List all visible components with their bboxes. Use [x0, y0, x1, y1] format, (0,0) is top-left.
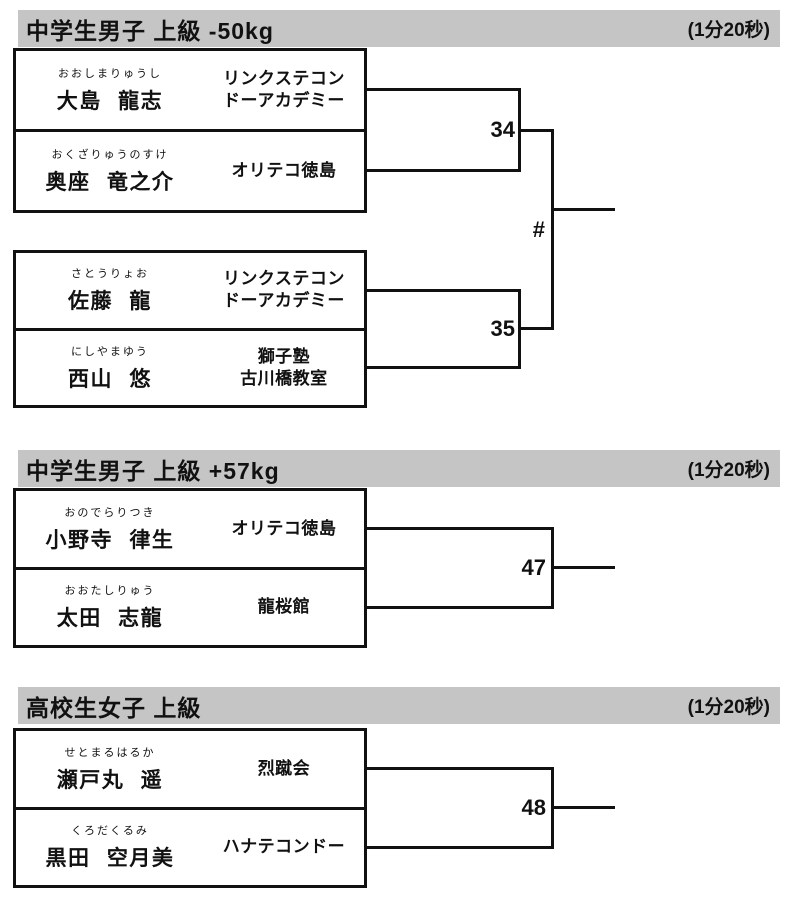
bracket-line [364, 289, 521, 292]
bracket-line [518, 129, 554, 132]
winner-line [551, 566, 615, 569]
match-number: 48 [521, 795, 546, 820]
entry-row: せとまるはるか 瀬戸丸 遥 烈蹴会 [16, 731, 364, 807]
player-name: 奥座 竜之介 [45, 171, 175, 194]
bracket-line [364, 366, 521, 369]
player-club: オリテコ徳島 [231, 518, 337, 538]
entry-row: にしやまゆう 西山 悠 獅子塾 古川橋教室 [16, 331, 364, 406]
section-title: 中学生男子 上級 +57kg [26, 457, 280, 484]
row-divider [16, 806, 364, 810]
section-header: 中学生男子 上級 -50kg (1分20秒) [18, 10, 780, 47]
player-cell: おくざりゅうのすけ 奥座 竜之介 [16, 132, 204, 210]
match-time-label: (1分20秒) [687, 460, 770, 481]
winner-line [551, 806, 615, 809]
match-number: 35 [490, 316, 515, 341]
entry-pair-box: せとまるはるか 瀬戸丸 遥 烈蹴会 くろだくるみ 黒田 空月美 ハナテコンドー [13, 728, 367, 888]
bracket-line [364, 767, 554, 770]
bracket-line [364, 527, 554, 530]
player-club: リンクステコン ドーアカデミー [222, 68, 345, 110]
player-furigana: せとまるはるか [64, 746, 156, 759]
player-name: 小野寺 律生 [45, 528, 175, 552]
entry-row: くろだくるみ 黒田 空月美 ハナテコンドー [16, 810, 364, 886]
entry-pair-box: おおしまりゅうし 大島 龍志 リンクステコン ドーアカデミー おくざりゅうのすけ… [13, 48, 367, 213]
player-name: 西山 悠 [68, 367, 152, 391]
player-cell: おおたしりゅう 太田 志龍 [16, 570, 204, 646]
entry-row: おくざりゅうのすけ 奥座 竜之介 オリテコ徳島 [16, 132, 364, 210]
player-cell: おのでらりつき 小野寺 律生 [16, 491, 204, 567]
player-club: オリテコ徳島 [231, 160, 337, 180]
player-club: 烈蹴会 [257, 758, 311, 778]
final-match-number: # [532, 217, 545, 242]
player-club: 龍桜館 [257, 597, 311, 617]
player-club: リンクステコン ドーアカデミー [222, 269, 345, 311]
player-name: 太田 志龍 [56, 607, 164, 631]
match-time-label: (1分20秒) [687, 697, 770, 718]
section-header: 高校生女子 上級 (1分20秒) [18, 687, 780, 724]
row-divider [16, 327, 364, 331]
player-furigana: おのでらりつき [64, 506, 156, 519]
entry-pair-box: さとうりょお 佐藤 龍 リンクステコン ドーアカデミー にしやまゆう 西山 悠 … [13, 250, 367, 408]
player-name: 大島 龍志 [56, 90, 164, 113]
player-furigana: おおしまりゅうし [57, 68, 162, 80]
bracket-line [364, 88, 521, 91]
player-furigana: さとうりょお [70, 268, 149, 281]
bracket-line [364, 169, 521, 172]
player-cell: おおしまりゅうし 大島 龍志 [16, 51, 204, 129]
player-cell: さとうりょお 佐藤 龍 [16, 253, 204, 328]
bracket-line [551, 129, 554, 330]
player-club: ハナテコンドー [222, 837, 346, 857]
player-furigana: おくざりゅうのすけ [51, 149, 169, 161]
match-number: 47 [521, 555, 546, 580]
player-furigana: くろだくるみ [71, 825, 149, 838]
winner-line [551, 208, 615, 211]
row-divider [16, 129, 364, 132]
section-title: 中学生男子 上級 -50kg [26, 17, 274, 44]
entry-pair-box: おのでらりつき 小野寺 律生 オリテコ徳島 おおたしりゅう 太田 志龍 龍桜館 [13, 488, 367, 648]
player-cell: にしやまゆう 西山 悠 [16, 331, 204, 406]
player-name: 黒田 空月美 [45, 847, 175, 871]
player-name: 佐藤 龍 [68, 290, 152, 314]
player-furigana: おおたしりゅう [64, 585, 156, 598]
entry-row: おおたしりゅう 太田 志龍 龍桜館 [16, 570, 364, 646]
entry-row: おおしまりゅうし 大島 龍志 リンクステコン ドーアカデミー [16, 51, 364, 129]
player-club: 獅子塾 古川橋教室 [240, 346, 328, 388]
bracket-line [364, 606, 554, 609]
match-time-label: (1分20秒) [687, 20, 770, 41]
entry-row: さとうりょお 佐藤 龍 リンクステコン ドーアカデミー [16, 253, 364, 328]
row-divider [16, 566, 364, 570]
section-header: 中学生男子 上級 +57kg (1分20秒) [18, 450, 780, 487]
player-name: 瀬戸丸 遥 [56, 768, 164, 792]
player-furigana: にしやまゆう [71, 345, 149, 358]
player-cell: せとまるはるか 瀬戸丸 遥 [16, 731, 204, 807]
match-number: 34 [490, 117, 515, 142]
player-cell: くろだくるみ 黒田 空月美 [16, 810, 204, 886]
entry-row: おのでらりつき 小野寺 律生 オリテコ徳島 [16, 491, 364, 567]
section-title: 高校生女子 上級 [26, 694, 202, 721]
bracket-line [518, 327, 554, 330]
bracket-line [364, 846, 554, 849]
